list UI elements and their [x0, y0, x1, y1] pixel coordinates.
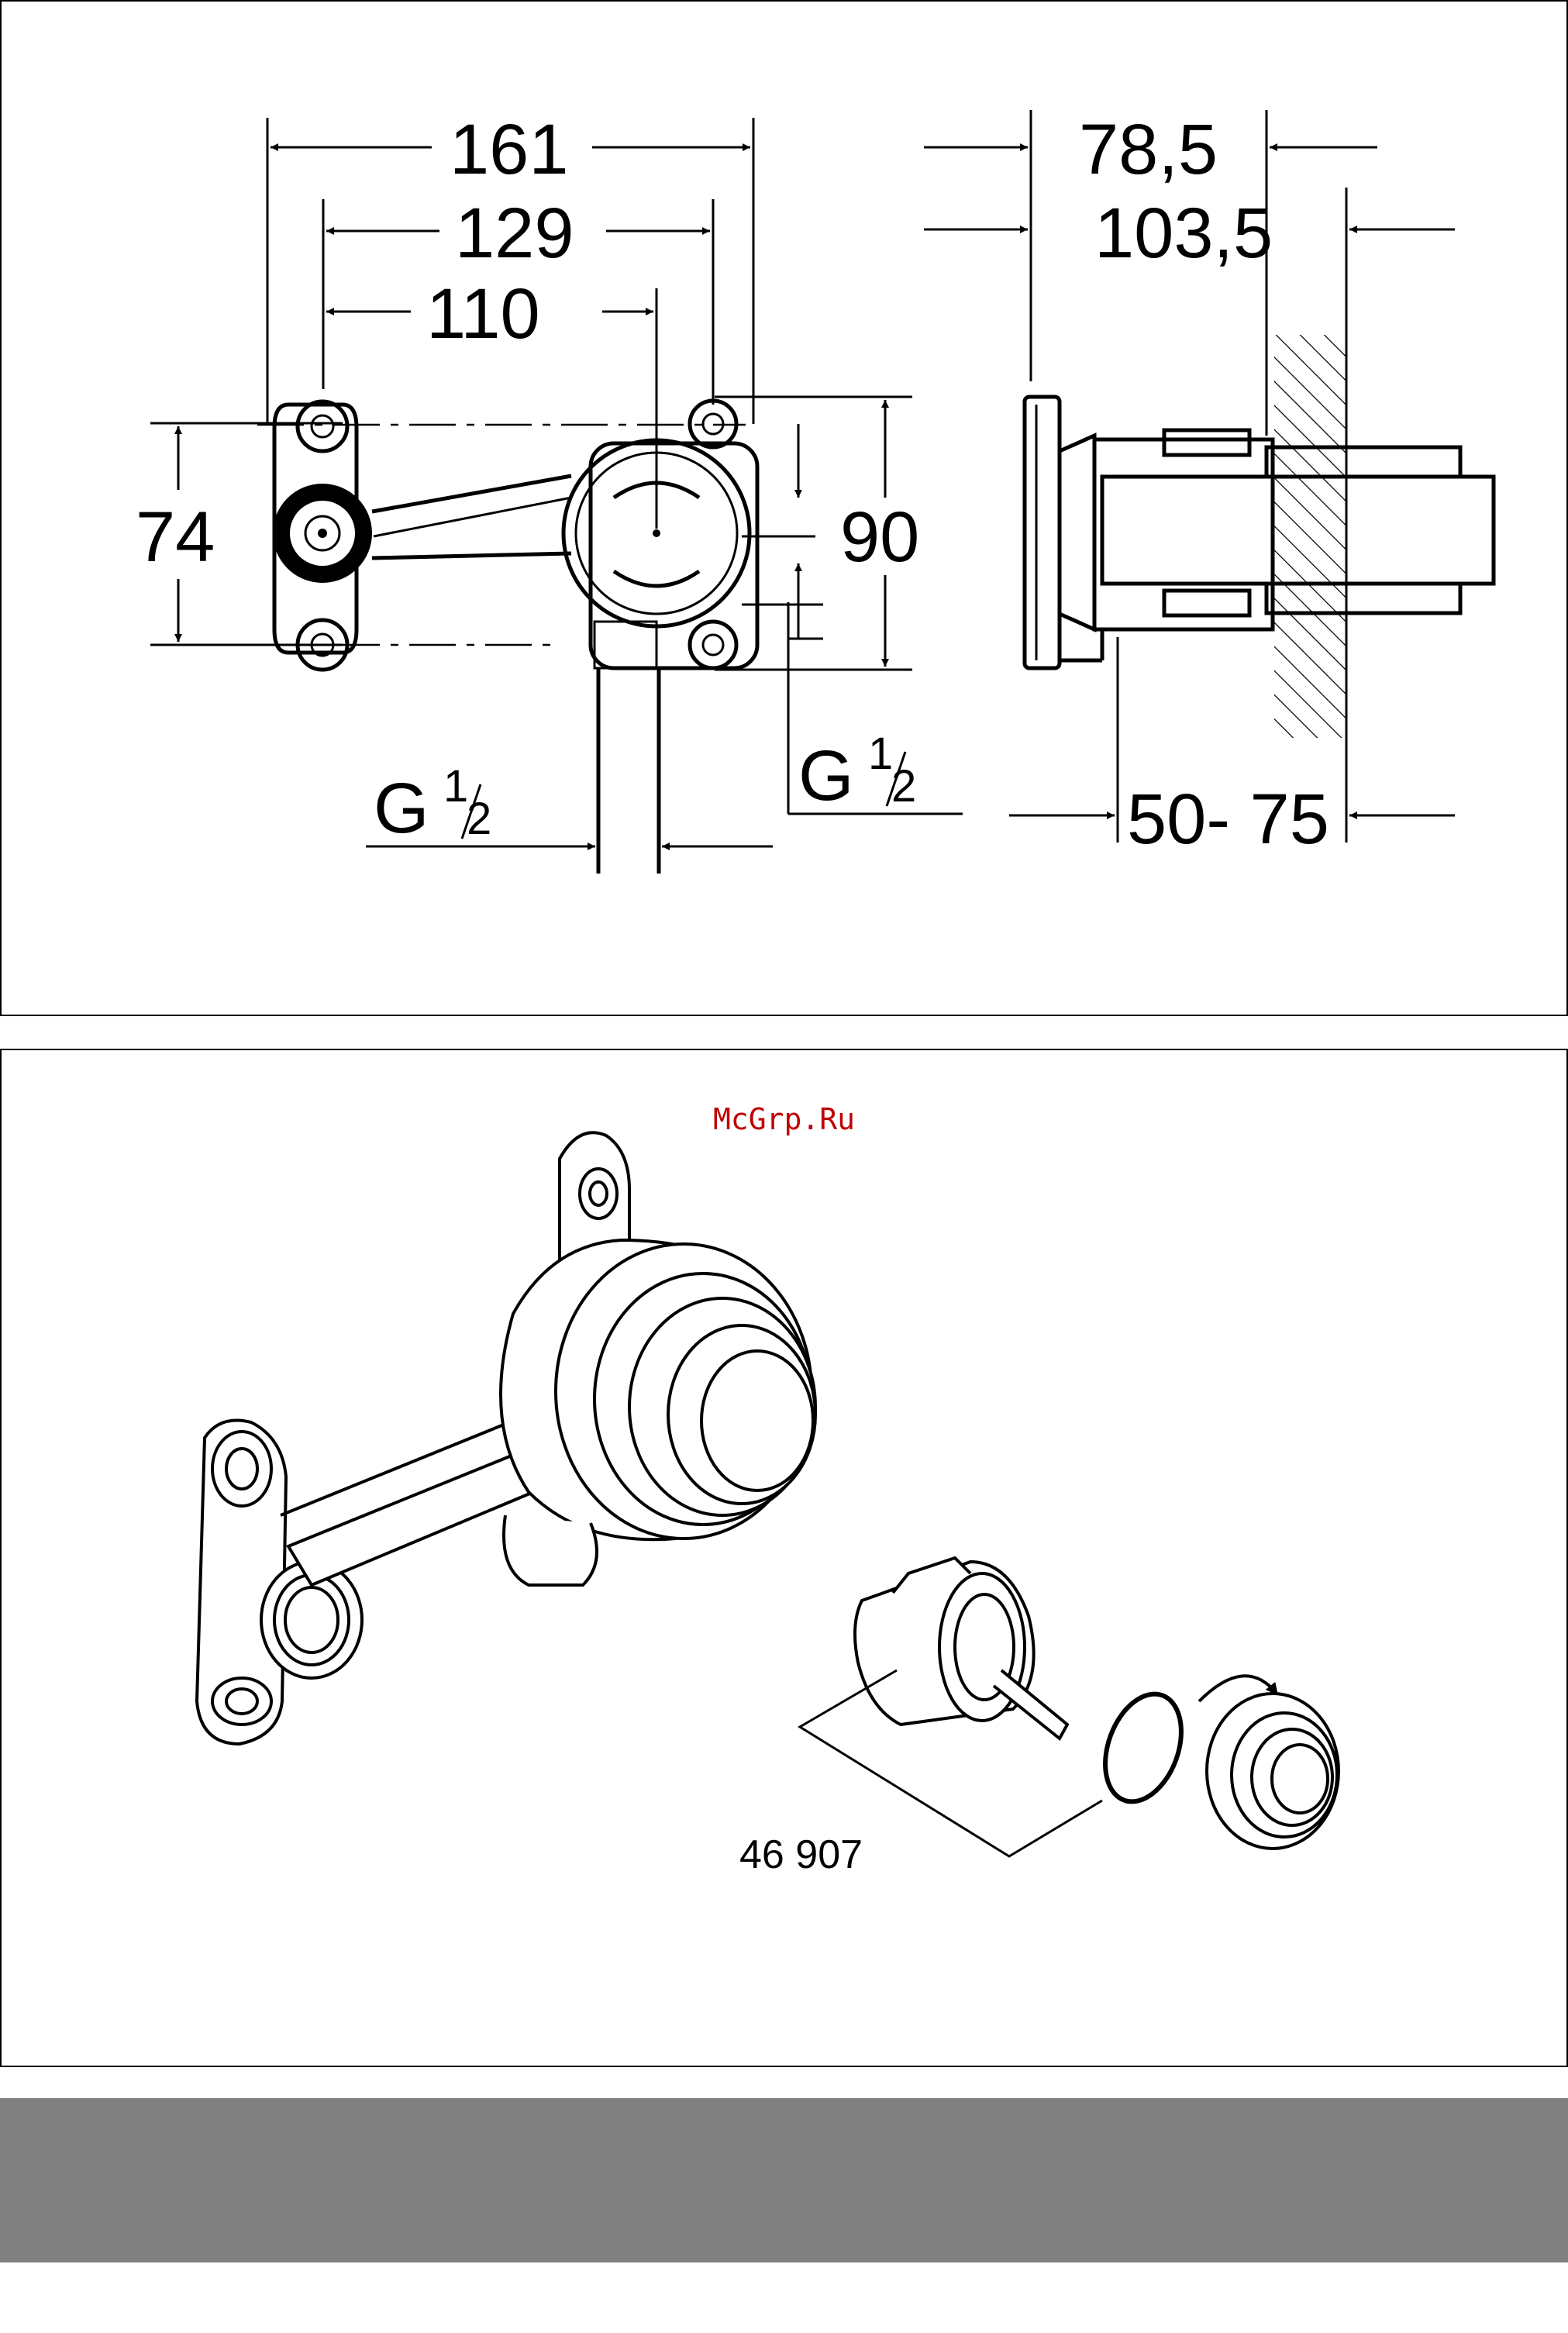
svg-text:1: 1 [443, 761, 468, 812]
svg-text:78,5: 78,5 [1079, 110, 1218, 189]
svg-text:103,5: 103,5 [1094, 194, 1273, 273]
thread-label-right: G 1 2 [788, 602, 963, 815]
svg-text:1: 1 [868, 729, 893, 779]
dim-103-5: 103,5 [924, 194, 1455, 273]
svg-text:129: 129 [455, 194, 574, 273]
watermark: McGrp.Ru [713, 1102, 855, 1136]
thread-label-left: G 1 2 [366, 761, 773, 848]
valve-housing [501, 1132, 815, 1585]
svg-text:74: 74 [136, 498, 215, 577]
footer-bar [0, 2098, 1568, 2262]
dimension-drawing: 161 129 110 74 90 [2, 2, 1568, 1018]
svg-text:90: 90 [840, 498, 919, 577]
dim-78-5: 78,5 [924, 110, 1377, 189]
svg-text:G: G [798, 736, 854, 815]
exploded-view: McGrp.Ru [2, 1050, 1568, 2069]
dim-129: 129 [326, 194, 710, 273]
mounting-bracket [197, 1415, 552, 1744]
dimension-drawing-panel: 161 129 110 74 90 [0, 0, 1568, 1016]
side-view-valve-body [1025, 335, 1494, 738]
svg-text:2: 2 [467, 794, 491, 844]
cap-nut [1207, 1694, 1339, 1849]
exploded-view-panel: McGrp.Ru [0, 1049, 1568, 2067]
dim-50-75: 50- 75 [1009, 780, 1455, 859]
svg-text:110: 110 [426, 274, 540, 353]
svg-text:2: 2 [891, 761, 916, 812]
dim-90: 90 [715, 397, 919, 670]
o-ring [1091, 1683, 1195, 1812]
svg-text:161: 161 [450, 110, 569, 189]
svg-text:50- 75: 50- 75 [1127, 780, 1329, 859]
dim-110: 110 [326, 274, 653, 353]
svg-text:G: G [374, 769, 429, 848]
svg-text:46 907: 46 907 [739, 1832, 863, 1877]
dim-161: 161 [271, 110, 750, 189]
front-view-valve-body [273, 401, 757, 874]
cartridge [855, 1558, 1067, 1739]
